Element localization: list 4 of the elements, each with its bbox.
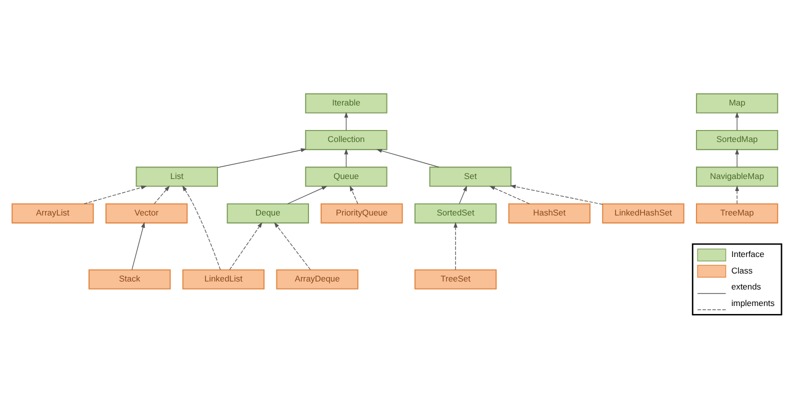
legend-label: implements — [731, 298, 775, 308]
legend-label: Class — [731, 265, 753, 276]
legend-label: Interface — [731, 249, 764, 260]
legend-label: extends — [731, 282, 762, 292]
